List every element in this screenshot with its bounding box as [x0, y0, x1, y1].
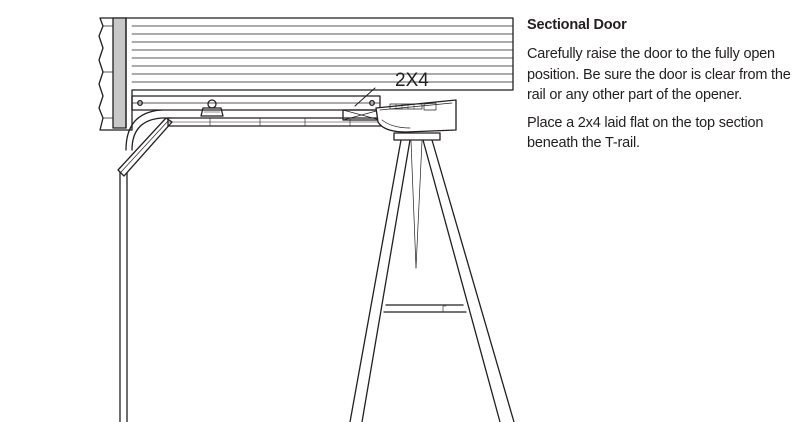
t-rail [167, 117, 393, 127]
door-bottom-edge [131, 95, 381, 111]
two-by-four-callout-label: 2X4 [395, 70, 429, 91]
callout-leader-line [354, 87, 376, 107]
door-arm [125, 109, 172, 151]
trolley [200, 99, 224, 117]
opener-motor-unit [375, 99, 457, 133]
garage-door-panel [98, 17, 514, 131]
instruction-paragraph-1: Carefully raise the door to the fully op… [527, 46, 791, 103]
instruction-paragraph-2: Place a 2x4 laid flat on the top section… [527, 114, 764, 152]
vertical-door-track [117, 117, 173, 422]
section-heading: Sectional Door [527, 17, 627, 33]
stepladder [349, 132, 515, 422]
instruction-text-block: Sectional Door Carefully raise the door … [527, 16, 810, 161]
